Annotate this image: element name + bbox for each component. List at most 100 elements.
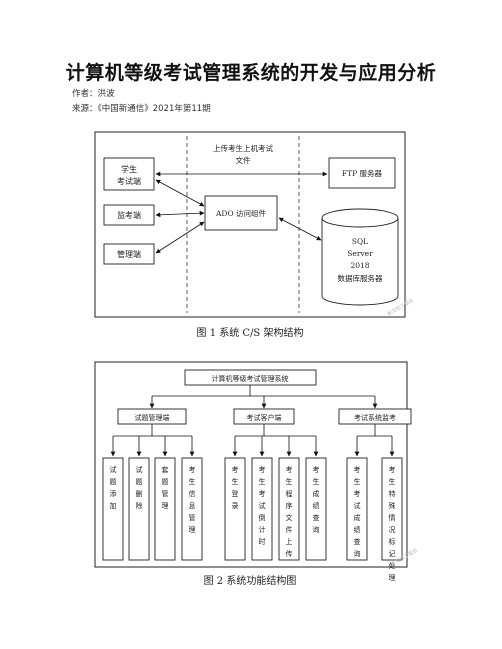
root-box — [184, 369, 317, 386]
leaf-label-char: 考 — [389, 466, 396, 474]
leaf-label-char: 试 — [354, 501, 361, 510]
leaf-label-char: 试 — [136, 465, 143, 474]
leaf-label-char: 加 — [110, 501, 117, 510]
leaf-label-char: 处 — [389, 561, 396, 570]
leaf-label-char: 上 — [286, 537, 293, 546]
leaf-label-char: 绩 — [313, 501, 320, 510]
leaf-label-char: 生 — [354, 477, 361, 486]
root-label: 计算机等级考试管理系统 — [212, 374, 289, 383]
student-box — [103, 157, 155, 191]
ado-box — [204, 195, 278, 231]
ado-sql-arrow — [278, 217, 322, 241]
leaf-box — [102, 457, 124, 561]
leaf-label-char: 管 — [189, 513, 196, 522]
leaf-label-char: 理 — [189, 526, 196, 534]
figure-1-frame — [94, 131, 406, 318]
figure-2-frame — [94, 361, 408, 568]
leaf-box — [251, 457, 273, 561]
leaf-box — [181, 457, 203, 561]
leaf-label-char: 绩 — [354, 525, 361, 534]
leaf-label-char: 考 — [354, 466, 361, 474]
monitor-box — [103, 204, 155, 226]
leaf-label-char: 考 — [313, 466, 320, 474]
group-label-question-mgmt: 试题管理端 — [135, 413, 170, 422]
student-label-1: 学生 — [121, 164, 137, 174]
sql-server-cylinder — [321, 208, 399, 306]
admin-box — [103, 243, 155, 265]
leaf-label-char: 计 — [259, 525, 266, 534]
leaf-label-char: 成 — [313, 489, 320, 498]
leaf-label-char: 理 — [389, 574, 396, 582]
leaf-label-char: 生 — [189, 477, 196, 486]
sql-label-4: 数据库服务器 — [338, 273, 383, 283]
leaf-label-char: 除 — [136, 501, 143, 510]
student-label-2: 考试端 — [117, 176, 141, 186]
leaf-label-char: 考 — [286, 466, 293, 474]
leaf-box — [305, 457, 327, 561]
monitor-ado-arrow — [155, 210, 205, 218]
leaf-label-char: 程 — [286, 489, 293, 498]
leaf-label-char: 息 — [189, 501, 196, 510]
admin-label: 管理端 — [117, 249, 141, 259]
leaf-label-char: 题 — [162, 478, 169, 486]
leaf-label-char: 询 — [354, 549, 361, 558]
leaf-label-char: 倒 — [259, 513, 266, 522]
leaf-label-char: 生 — [313, 477, 320, 486]
leaf-label-char: 考 — [232, 466, 239, 474]
leaf-box — [346, 457, 368, 561]
leaf-label-char: 试 — [110, 465, 117, 474]
leaf-label-char: 殊 — [389, 501, 396, 510]
leaf-label-char: 时 — [259, 537, 266, 546]
figure-1-caption: 图 1 系统 C/S 架构结构 — [197, 326, 304, 339]
leaf-label-char: 询 — [313, 525, 320, 534]
leaf-label-char: 查 — [313, 513, 320, 522]
leaf-box — [224, 457, 246, 561]
leaf-label-char: 生 — [232, 477, 239, 486]
leaf-box — [381, 457, 403, 561]
group-label-proctor: 考试系统监考 — [354, 413, 396, 422]
admin-ado-arrow — [155, 221, 205, 254]
leaf-box — [278, 457, 300, 561]
leaf-label-char: 录 — [232, 502, 239, 510]
leaf-label-char: 登 — [232, 489, 239, 498]
leaf-label-char: 查 — [354, 537, 361, 546]
leaf-label-char: 特 — [389, 489, 396, 498]
leaf-label-char: 生 — [259, 477, 266, 486]
ado-label: ADO 访问组件 — [215, 208, 266, 218]
leaf-label-char: 标 — [389, 537, 396, 546]
leaf-label-char: 添 — [110, 489, 117, 498]
leaf-label-char: 生 — [286, 477, 293, 486]
author-line: 作者：洪波 — [72, 89, 115, 99]
leaf-label-char: 生 — [389, 477, 396, 486]
sql-label-1: SQL — [352, 237, 368, 246]
leaf-label-char: 传 — [286, 549, 293, 558]
leaf-label-char: 考 — [189, 466, 196, 474]
leaf-label-char: 管 — [162, 489, 169, 498]
student-ado-arrow — [155, 179, 205, 207]
leaf-label-char: 序 — [286, 501, 293, 510]
leaf-label-char: 记 — [389, 550, 396, 558]
leaf-label-char: 删 — [136, 489, 143, 498]
ftp-box — [328, 157, 396, 189]
document-title: 计算机等级考试管理系统的开发与应用分析 — [65, 62, 437, 84]
leaf-label-char: 件 — [286, 525, 293, 534]
upload-note-1: 上传考生上机考试 — [213, 143, 273, 153]
source-line: 来源：《中国新通信》2021年第11期 — [72, 104, 211, 114]
sql-label-2: Server — [347, 249, 373, 258]
leaf-label-char: 考 — [354, 490, 361, 498]
leaf-label-char: 题 — [110, 478, 117, 486]
ftp-label: FTP 服务器 — [342, 168, 383, 178]
leaf-label-char: 考 — [259, 490, 266, 498]
leaf-box — [128, 457, 150, 561]
leaf-label-char: 试 — [259, 501, 266, 510]
upload-note-2: 文件 — [236, 155, 251, 165]
leaf-box — [154, 457, 176, 561]
leaf-label-char: 考 — [259, 466, 266, 474]
leaf-label-char: 套 — [162, 465, 169, 474]
monitor-label: 监考端 — [117, 210, 141, 220]
leaf-label-char: 题 — [136, 478, 143, 486]
figure-2-caption: 图 2 系统功能结构图 — [204, 574, 297, 587]
group-label-exam-client: 考试客户端 — [247, 413, 282, 422]
sql-label-3: 2018 — [350, 261, 369, 270]
